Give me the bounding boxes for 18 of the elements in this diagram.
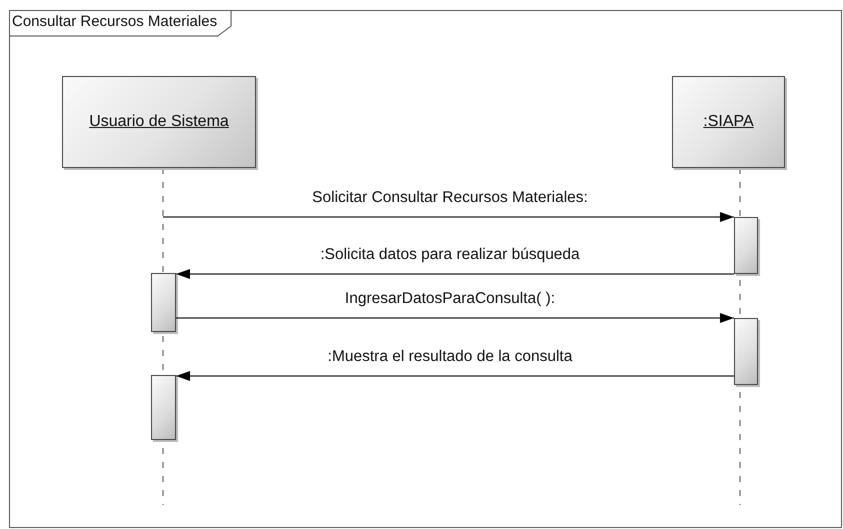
message-label: IngresarDatosParaConsulta( ): <box>344 290 556 308</box>
activation-bar <box>734 217 758 274</box>
message-label: Solicitar Consultar Recursos Materiales: <box>312 189 588 207</box>
frame-title: Consultar Recursos Materiales <box>10 11 232 36</box>
lifeline-name: Usuario de Sistema <box>89 113 229 131</box>
activation-bar <box>734 318 758 385</box>
message-label: :Solicita datos para realizar búsqueda <box>320 246 580 264</box>
message-arrow <box>176 313 734 323</box>
activation-bar <box>151 273 176 332</box>
message-arrow <box>176 371 734 381</box>
lifeline-name: :SIAPA <box>703 113 754 131</box>
sequence-frame <box>9 10 842 528</box>
activation-bar <box>151 375 176 440</box>
message-label: :Muestra el resultado de la consulta <box>328 348 572 366</box>
lifeline-head <box>62 76 256 168</box>
lifeline-head <box>672 76 785 168</box>
message-arrow <box>176 269 734 279</box>
message-arrow <box>162 212 734 222</box>
